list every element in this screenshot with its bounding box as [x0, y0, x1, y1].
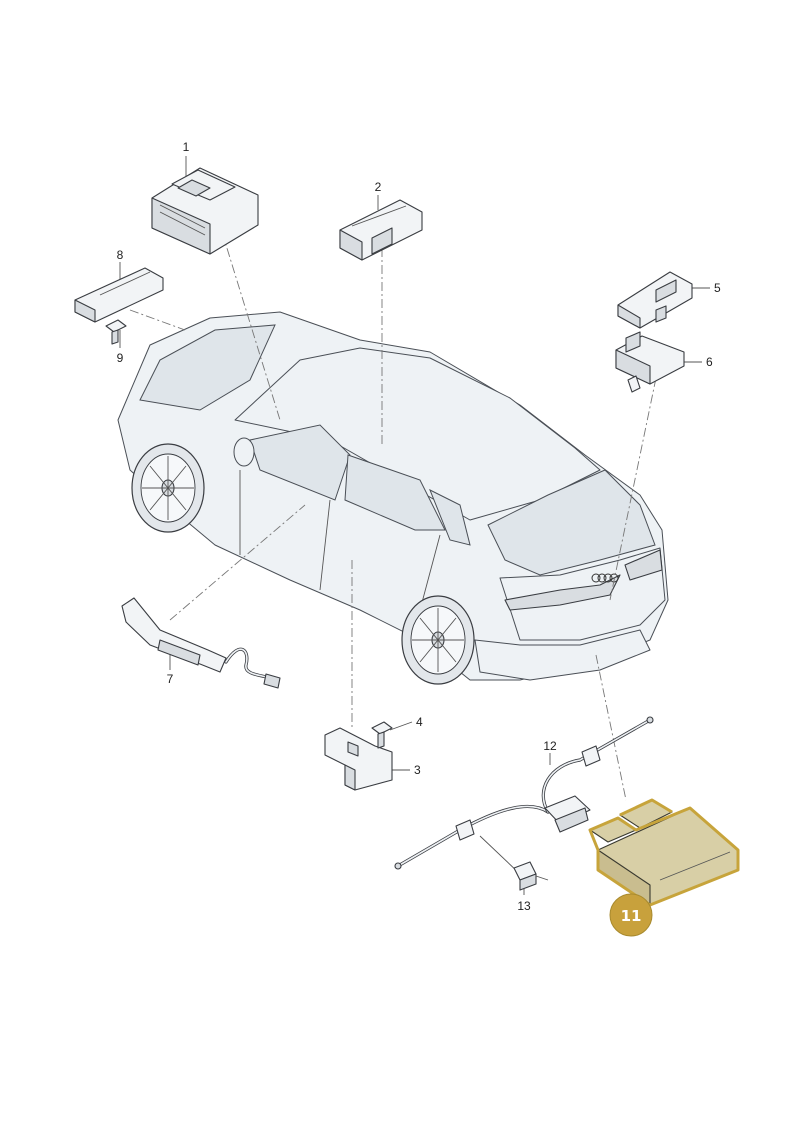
front-wheel: [131, 443, 205, 533]
callout-11-badge: 11: [609, 893, 653, 937]
callout-labels: 1 2 8 9 5 6 7 4 3 12 13: [117, 140, 721, 913]
callout-5: 5: [714, 281, 721, 295]
part-12-cable: [394, 716, 654, 870]
callout-13: 13: [517, 899, 531, 913]
part-7-antenna-strip: [121, 597, 281, 689]
part-3-bracket: [324, 727, 393, 791]
vehicle-illustration: [117, 311, 669, 685]
part-2-module: [339, 199, 423, 261]
part-5-sensor: [617, 271, 693, 329]
callout-12: 12: [543, 739, 557, 753]
rear-wheel: [401, 595, 475, 685]
part-1-control-unit: [151, 167, 259, 255]
callout-7: 7: [167, 672, 174, 686]
part-9-bolt: [105, 319, 127, 345]
callout-8: 8: [117, 248, 124, 262]
part-6-bracket: [615, 331, 685, 393]
part-8-antenna: [74, 267, 164, 323]
callout-6: 6: [706, 355, 713, 369]
part-4-screw: [371, 721, 393, 749]
part-11-highlighted-unit: [588, 798, 740, 907]
callout-4: 4: [416, 715, 423, 729]
callout-9: 9: [117, 351, 124, 365]
leader-lines: [119, 156, 710, 895]
callout-3: 3: [414, 763, 421, 777]
callout-2: 2: [375, 180, 382, 194]
callout-11: 11: [621, 907, 642, 925]
part-13-cable-tie: [479, 835, 549, 891]
callout-1: 1: [183, 140, 190, 154]
